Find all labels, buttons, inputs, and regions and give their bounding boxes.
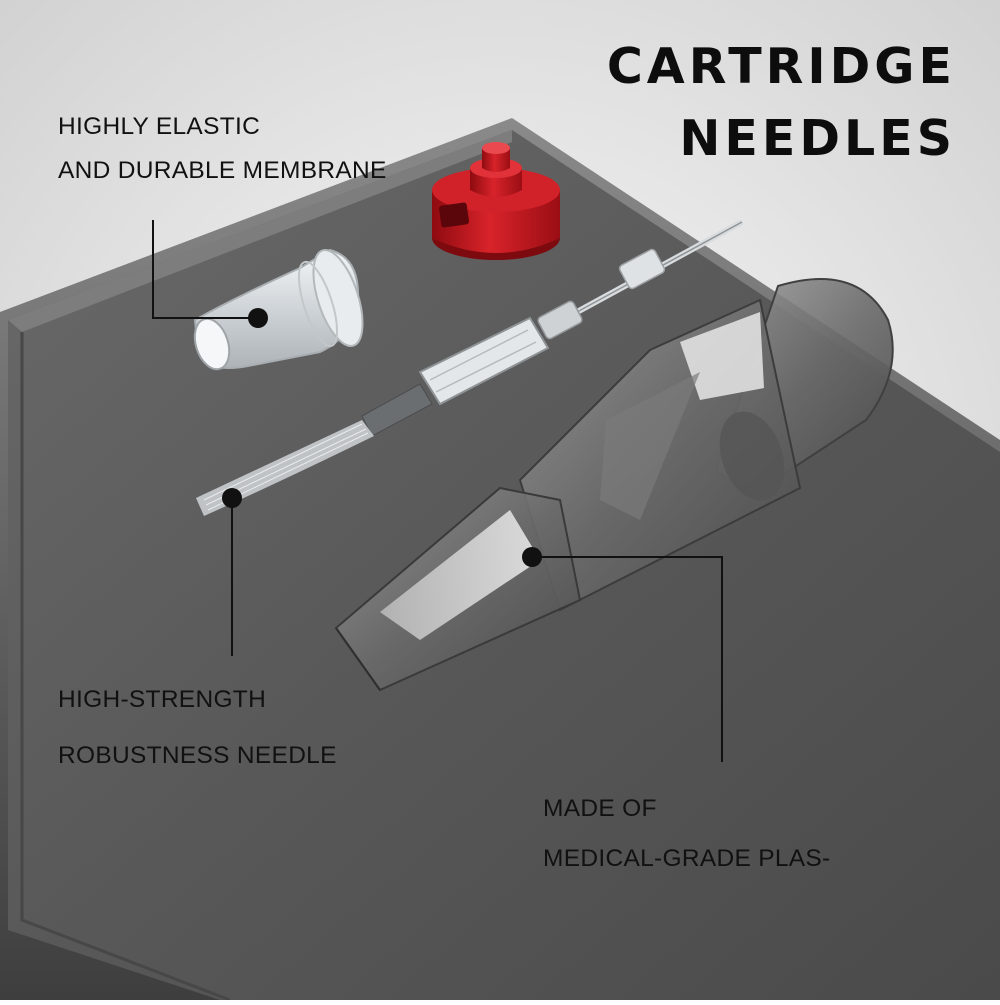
needle-label-line-2: ROBUSTNESS NEEDLE	[58, 742, 337, 769]
title-line-2: NEEDLES	[679, 110, 956, 167]
leader-plastic	[532, 556, 723, 762]
plastic-label-line-2: MEDICAL-GRADE PLAS-	[543, 845, 831, 872]
needle-bar	[196, 219, 744, 516]
marker-plastic	[522, 547, 542, 567]
callout-leaders	[152, 220, 723, 762]
title-line-1: CARTRIDGE	[606, 38, 956, 95]
cartridge	[334, 278, 894, 692]
marker-needle	[222, 488, 242, 508]
leader-membrane	[152, 220, 258, 319]
needle-label-line-1: HIGH-STRENGTH	[58, 686, 267, 713]
plastic-label-line-1: MADE OF	[543, 795, 657, 822]
red-cap	[432, 142, 560, 260]
membrane-tip	[193, 248, 364, 371]
marker-membrane	[248, 308, 268, 328]
membrane-label-line-2: AND DURABLE MEMBRANE	[58, 157, 387, 184]
membrane-label-line-1: HIGHLY ELASTIC	[58, 113, 261, 140]
